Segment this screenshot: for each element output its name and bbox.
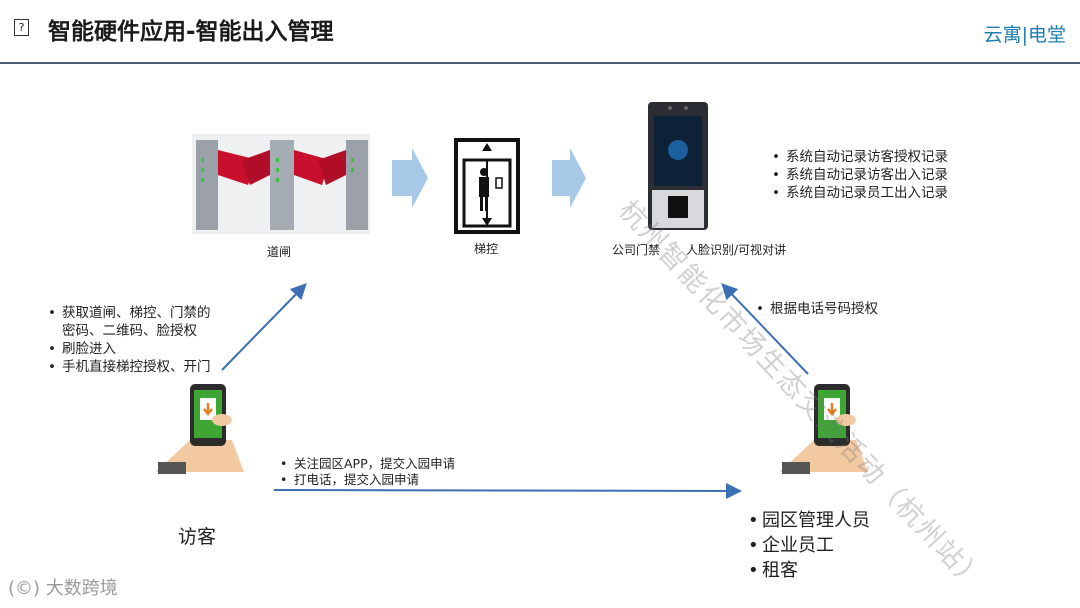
header-divider bbox=[0, 62, 1080, 64]
list-item: 刷脸进入 bbox=[44, 340, 211, 358]
system-records-list: 系统自动记录访客授权记录 系统自动记录访客出入记录 系统自动记录员工出入记录 bbox=[768, 148, 948, 202]
logo-icon: (©) bbox=[8, 578, 41, 599]
list-item: 打电话，提交入园申请 bbox=[276, 472, 455, 488]
visitor-phone-icon bbox=[156, 384, 244, 474]
apply-arrow bbox=[273, 482, 742, 499]
door-label: 公司门禁 bbox=[612, 243, 661, 257]
manager-to-terminal-arrow bbox=[721, 283, 809, 375]
list-item: 系统自动记录员工出入记录 bbox=[768, 184, 948, 202]
list-item: 根据电话号码授权 bbox=[752, 300, 878, 318]
elevator-icon bbox=[454, 138, 520, 234]
manager-phone-icon bbox=[780, 384, 868, 474]
list-item: 密码、二维码、脸授权 bbox=[62, 323, 197, 339]
gate-label: 道闸 bbox=[267, 245, 292, 259]
elevator-label: 梯控 bbox=[474, 242, 499, 256]
logo-text: 大数跨境 bbox=[45, 578, 118, 599]
apply-methods-list: 关注园区APP，提交入园申请 打电话，提交入园申请 bbox=[276, 456, 455, 488]
flow-arrow-2 bbox=[552, 148, 586, 208]
page-title: 智能硬件应用-智能出入管理 bbox=[48, 19, 334, 45]
visitor-to-gate-arrow bbox=[221, 283, 307, 371]
list-item: 园区管理人员 bbox=[744, 508, 870, 533]
list-item: 企业员工 bbox=[744, 533, 870, 558]
turnstile-gate-image bbox=[192, 134, 370, 234]
list-item: 租客 bbox=[744, 558, 870, 583]
phone-auth-note: 根据电话号码授权 bbox=[752, 300, 878, 318]
header-icon: ? bbox=[14, 19, 29, 36]
brand-logo: 云寓|电堂 bbox=[983, 24, 1066, 46]
list-item: 获取道闸、梯控、门禁的 bbox=[44, 304, 211, 322]
list-item: 系统自动记录访客授权记录 bbox=[768, 148, 948, 166]
visitor-label: 访客 bbox=[178, 526, 217, 548]
list-item: 手机直接梯控授权、开门 bbox=[44, 358, 211, 376]
flow-arrow-1 bbox=[392, 148, 428, 208]
list-item: 关注园区APP，提交入园申请 bbox=[276, 456, 455, 472]
visitor-actions-list: 获取道闸、梯控、门禁的 密码、二维码、脸授权 刷脸进入 手机直接梯控授权、开门 bbox=[44, 304, 211, 376]
face-label: 人脸识别/可视对讲 bbox=[686, 243, 787, 257]
watermark-logo: (©) 大数跨境 bbox=[8, 574, 118, 600]
managers-list: 园区管理人员 企业员工 租客 bbox=[744, 508, 870, 583]
list-item: 系统自动记录访客出入记录 bbox=[768, 166, 948, 184]
access-terminal-image bbox=[648, 102, 708, 230]
